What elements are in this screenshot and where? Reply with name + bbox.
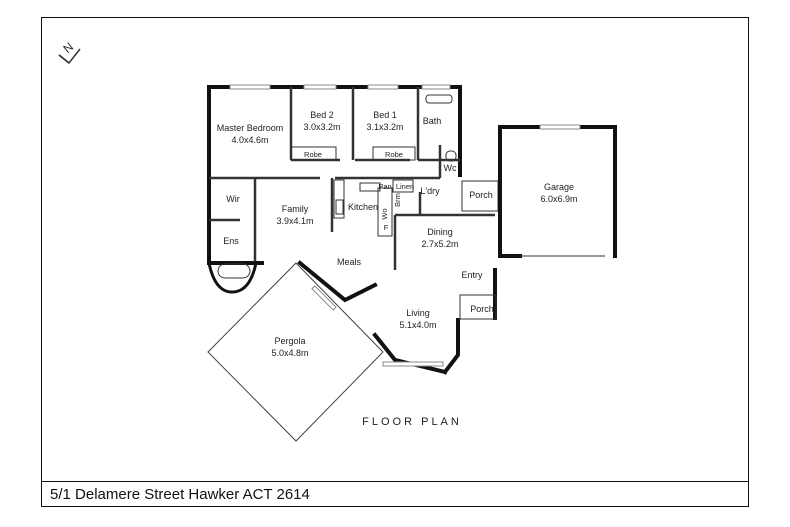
kitchen-label: Kitchen (348, 202, 378, 212)
bath-tub-icon (425, 94, 453, 104)
drawing-frame (41, 17, 749, 507)
robe-label-2: Robe (385, 150, 403, 159)
fridge-label: F (384, 223, 389, 232)
sink-icon (335, 199, 344, 215)
master-bedroom-dim: 4.0x4.6m (231, 135, 268, 145)
bed1-label: Bed 1 (373, 110, 397, 120)
entry-label: Entry (461, 270, 483, 280)
brm-label: Brm (393, 193, 402, 207)
porch-top-label: Porch (469, 190, 493, 200)
garage-label: Garage (544, 182, 574, 192)
pan-label: Pan (378, 182, 391, 191)
wc-label: Wc (444, 163, 457, 173)
master-bedroom-label: Master Bedroom (217, 123, 284, 133)
bed2-label: Bed 2 (310, 110, 334, 120)
pergola-label: Pergola (274, 336, 305, 346)
windows (229, 84, 451, 367)
wo-label: Wo (380, 208, 389, 219)
living-label: Living (406, 308, 430, 318)
wir-label: Wir (226, 194, 240, 204)
family-dim: 3.9x4.1m (276, 216, 313, 226)
bed2-dim: 3.0x3.2m (303, 122, 340, 132)
robe-label-1: Robe (304, 150, 322, 159)
ens-label: Ens (223, 236, 239, 246)
stove-icon (359, 182, 381, 192)
ensuite-bay-wall (207, 261, 258, 294)
laundry-label: L'dry (420, 186, 440, 196)
toilet-icon (445, 150, 457, 162)
living-dim: 5.1x4.0m (399, 320, 436, 330)
bed1-dim: 3.1x3.2m (366, 122, 403, 132)
bathtub-icon (217, 263, 251, 279)
footer-divider (41, 481, 749, 482)
compass-label: N (60, 40, 76, 56)
garage-walls (498, 124, 617, 258)
north-compass-icon: N (58, 40, 81, 65)
linen-label: Linen (396, 182, 414, 191)
pergola-dim: 5.0x4.8m (271, 348, 308, 358)
pergola-outline (207, 262, 384, 442)
porch-bottom-label: Porch (470, 304, 494, 314)
dining-label: Dining (427, 227, 453, 237)
family-label: Family (282, 204, 309, 214)
garage-dim: 6.0x6.9m (540, 194, 577, 204)
plan-title: FLOOR PLAN (362, 416, 462, 428)
dining-dim: 2.7x5.2m (421, 239, 458, 249)
property-address: 5/1 Delamere Street Hawker ACT 2614 (50, 486, 310, 503)
interior-walls (209, 87, 499, 320)
meals-label: Meals (337, 257, 362, 267)
bath-label: Bath (423, 116, 442, 126)
room-labels: Master Bedroom 4.0x4.6m Bed 2 3.0x3.2m B… (217, 110, 578, 358)
